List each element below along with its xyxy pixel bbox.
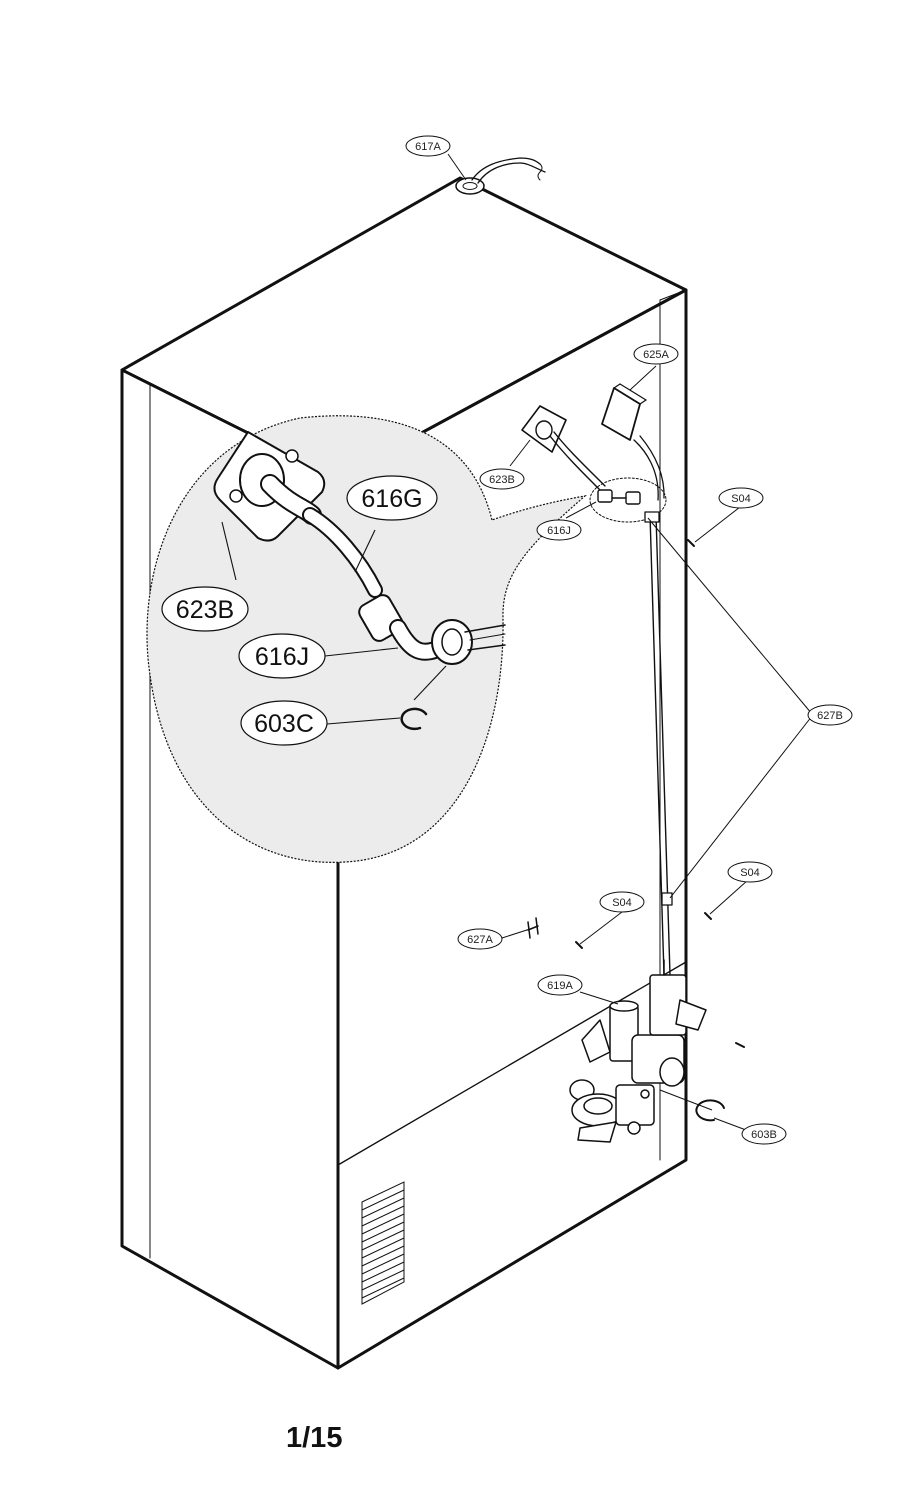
callout-619A-label: 619A	[547, 980, 573, 992]
callout-s04-mid-label: S04	[612, 897, 632, 909]
callout-616J-label: 616J	[547, 525, 571, 537]
callout-627B: 627B	[807, 704, 853, 726]
screw-s04-right	[704, 912, 712, 920]
callout-623B: 623B	[479, 468, 525, 490]
vent-grille	[361, 1181, 405, 1305]
screw-valve	[735, 1042, 745, 1048]
callout-603B-label: 603B	[751, 1129, 777, 1141]
water-parts	[455, 157, 745, 1143]
callout-625A: 625A	[633, 343, 679, 365]
detail-callout-616G-label: 616G	[361, 485, 422, 513]
callout-619A: 619A	[537, 974, 583, 996]
leader-lines	[447, 153, 813, 1131]
callout-616J: 616J	[536, 519, 582, 541]
screw-s04-mid	[575, 941, 583, 949]
callout-s04-top: S04	[718, 487, 764, 509]
callout-625A-label: 625A	[643, 349, 669, 361]
callout-623B-label: 623B	[489, 474, 515, 486]
page-number: 1/15	[286, 1422, 343, 1454]
callout-s04-top-label: S04	[731, 493, 751, 505]
callout-627A: 627A	[457, 928, 503, 950]
detail-clip-603C	[400, 707, 428, 731]
detail-callout-623B: 623B	[161, 586, 249, 632]
detail-parts	[213, 431, 506, 731]
detail-callout-603C: 603C	[240, 700, 328, 746]
callout-603B: 603B	[741, 1123, 787, 1145]
callout-s04-mid: S04	[599, 891, 645, 913]
screw-s04-top	[687, 539, 695, 547]
callout-617A: 617A	[405, 135, 451, 157]
compressor-cover-line	[337, 961, 687, 1166]
callout-s04-right: S04	[727, 861, 773, 883]
callout-627B-label: 627B	[817, 710, 843, 722]
highlight-ring	[589, 477, 667, 523]
box-625A	[601, 387, 641, 441]
detail-callout-603C-label: 603C	[254, 710, 314, 738]
detail-callout-616G: 616G	[346, 475, 438, 521]
detail-leaders	[221, 521, 447, 725]
callout-627A-label: 627A	[467, 934, 493, 946]
detail-callout-616J: 616J	[238, 633, 326, 679]
detail-callout-623B-label: 623B	[176, 596, 234, 624]
callout-617A-label: 617A	[415, 141, 441, 153]
detail-callout-616J-label: 616J	[255, 643, 309, 671]
clip-603B	[695, 1099, 725, 1122]
callout-s04-right-label: S04	[740, 867, 760, 879]
water-valve-619A	[569, 959, 707, 1143]
